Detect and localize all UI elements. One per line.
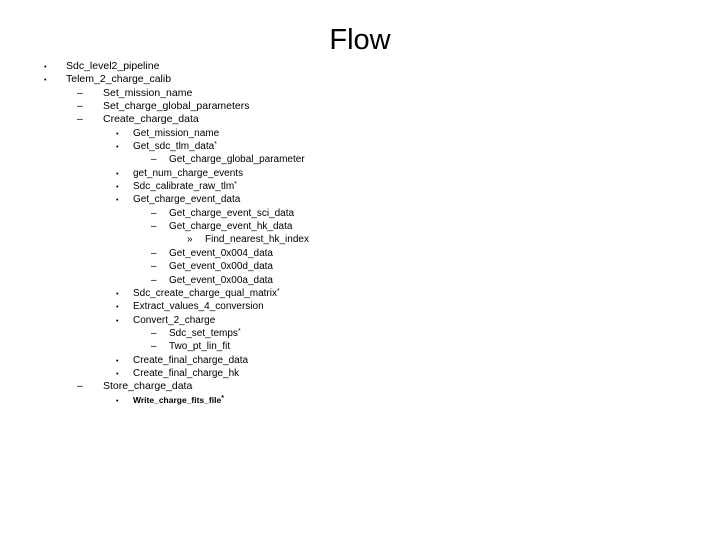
outline-item: – Get_charge_event_hk_data: [0, 220, 720, 233]
footnote-marker: *: [237, 327, 241, 335]
outline-item: • Get_sdc_tlm_data*: [0, 140, 720, 153]
outline-item: • Get_mission_name: [0, 127, 720, 140]
outline-item-label: Get_event_0x00a_data: [169, 274, 273, 286]
outline-item-label: Get_charge_event_sci_data: [169, 207, 295, 219]
outline-item-label: Sdc_create_charge_qual_matrix*: [133, 287, 280, 299]
outline-item-label: Get_event_0x004_data: [169, 247, 273, 259]
outline-item: • get_num_charge_events: [0, 167, 720, 180]
bullet-marker: –: [151, 207, 157, 219]
footnote-marker: *: [276, 287, 280, 295]
bullet-marker: –: [151, 274, 157, 286]
outline-item: • Extract_values_4_conversion: [0, 300, 720, 313]
outline-item: • Create_final_charge_data: [0, 354, 720, 367]
footnote-marker: *: [214, 141, 217, 149]
outline-item-label: Get_charge_event_data: [133, 194, 241, 206]
outline-item: • Write_charge_fits_file*: [0, 394, 720, 407]
outline-item-label: Get_charge_event_hk_data: [169, 221, 293, 233]
bullet-marker: –: [77, 100, 83, 113]
outline-item: – Get_charge_event_sci_data: [0, 207, 720, 220]
outline-item-label: Sdc_set_temps*: [169, 327, 241, 339]
outline-item-label: Create_charge_data: [103, 113, 199, 126]
outline-item-label: Convert_2_charge: [133, 314, 216, 326]
outline-item-label: Find_nearest_hk_index: [205, 234, 309, 246]
outline-item-label: Sdc_calibrate_raw_tlm*: [133, 181, 237, 193]
outline-item: • Convert_2_charge: [0, 314, 720, 327]
bullet-marker: –: [151, 261, 157, 273]
outline-item-label: Sdc_level2_pipeline: [66, 60, 160, 72]
outline-item-label: Write_charge_fits_file*: [133, 394, 224, 405]
outline-item: – Set_mission_name: [0, 87, 720, 100]
outline-item: – Sdc_set_temps*: [0, 327, 720, 340]
outline-item-label: Store_charge_data: [103, 380, 193, 393]
bullet-marker: •: [116, 195, 119, 205]
outline-item-label: Get_charge_global_parameter: [169, 154, 305, 166]
bullet-marker: –: [151, 154, 157, 166]
outline-item: – Get_charge_global_parameter: [0, 153, 720, 166]
bullet-marker: •: [116, 315, 119, 325]
outline-item: • Sdc_calibrate_raw_tlm*: [0, 180, 720, 193]
outline-item-label: Extract_values_4_conversion: [133, 301, 264, 313]
bullet-marker: –: [151, 221, 157, 233]
bullet-marker: –: [77, 86, 83, 99]
bullet-marker: •: [116, 168, 119, 178]
outline-item: » Find_nearest_hk_index: [0, 233, 720, 246]
outline: • Sdc_level2_pipeline • Telem_2_charge_c…: [0, 60, 720, 407]
outline-item: – Get_event_0x004_data: [0, 247, 720, 260]
outline-item: – Two_pt_lin_fit: [0, 340, 720, 353]
outline-item: • Create_final_charge_hk: [0, 367, 720, 380]
outline-item-label: Create_final_charge_hk: [133, 367, 240, 379]
outline-item-label: Get_sdc_tlm_data*: [133, 141, 217, 153]
outline-item: • Sdc_create_charge_qual_matrix*: [0, 287, 720, 300]
outline-item-label: Get_mission_name: [133, 127, 220, 139]
outline-item: – Get_event_0x00a_data: [0, 274, 720, 287]
outline-item: – Set_charge_global_parameters: [0, 100, 720, 113]
bullet-marker: –: [151, 327, 157, 339]
bullet-marker: •: [116, 128, 119, 138]
outline-item: • Telem_2_charge_calib: [0, 73, 720, 86]
footnote-marker: *: [221, 394, 224, 402]
bullet-marker: •: [44, 62, 47, 71]
outline-item: • Sdc_level2_pipeline: [0, 60, 720, 73]
outline-item-label: Telem_2_charge_calib: [66, 73, 172, 86]
bullet-marker: •: [116, 355, 119, 365]
bullet-marker: •: [116, 302, 119, 312]
bullet-marker: –: [77, 113, 83, 126]
bullet-marker: •: [44, 75, 47, 85]
outline-item-label: Set_mission_name: [103, 86, 193, 99]
footnote-marker: *: [234, 181, 237, 189]
outline-item-label: Two_pt_lin_fit: [169, 341, 231, 353]
outline-item-label: Get_event_0x00d_data: [169, 261, 273, 273]
outline-item-label: Set_charge_global_parameters: [103, 100, 250, 113]
outline-item-label: get_num_charge_events: [133, 167, 244, 179]
outline-item: – Store_charge_data: [0, 380, 720, 393]
bullet-marker: •: [116, 395, 119, 405]
bullet-marker: •: [116, 368, 119, 378]
bullet-marker: •: [116, 288, 119, 298]
bullet-marker: –: [151, 341, 157, 353]
bullet-marker: •: [116, 182, 119, 192]
bullet-marker: –: [151, 247, 157, 259]
bullet-marker: »: [187, 234, 193, 246]
bullet-marker: –: [77, 380, 83, 393]
outline-item: • Get_charge_event_data: [0, 193, 720, 206]
bullet-marker: •: [116, 142, 119, 152]
outline-item-label: Create_final_charge_data: [133, 354, 249, 366]
outline-item: – Get_event_0x00d_data: [0, 260, 720, 273]
outline-item: – Create_charge_data: [0, 113, 720, 126]
slide-title: Flow: [329, 24, 391, 56]
